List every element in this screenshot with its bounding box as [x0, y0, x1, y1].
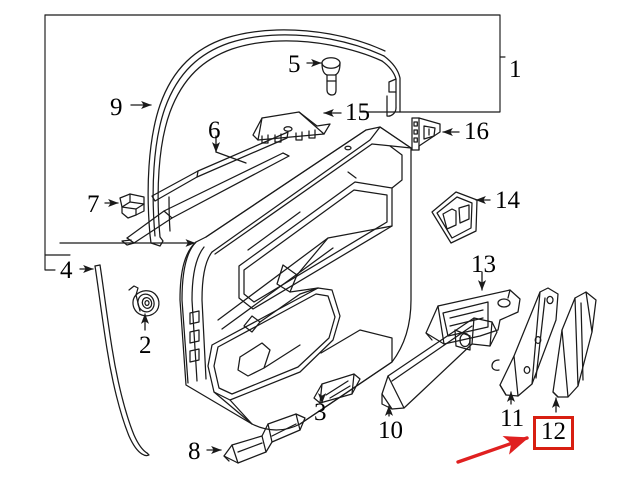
part-13-switch-panel-carrier	[425, 289, 521, 345]
part-14-switch-bezel	[431, 191, 478, 244]
callout-label-15: 15	[345, 99, 370, 126]
callout-label-10: 10	[378, 417, 403, 444]
callout-label-9: 9	[110, 94, 123, 121]
part-10-armrest-support	[381, 317, 498, 410]
part-11-pull-handle-trim	[491, 287, 559, 397]
callout-label-13: 13	[471, 251, 496, 278]
part-16-mounting-bracket	[411, 117, 441, 151]
callout-1-bracket	[44, 14, 506, 271]
callout-label-6: 6	[208, 117, 221, 144]
leader-6-tail	[215, 151, 247, 164]
callout-label-12-highlighted: 12	[533, 416, 574, 450]
callout-label-14: 14	[495, 187, 520, 214]
part-12-door-trim-insert-strip	[552, 291, 597, 398]
part-9-window-frame-weatherstrip	[147, 29, 386, 247]
callout-label-8: 8	[188, 438, 201, 465]
part-15-trim-clip-strip	[252, 111, 331, 144]
callout-label-4: 4	[60, 257, 73, 284]
callout-label-16: 16	[464, 118, 489, 145]
part-5-push-in-clip	[321, 57, 341, 96]
callout-leaders	[79, 58, 561, 455]
part-2-lock-striker-bushing	[128, 285, 160, 317]
part-6-upper-window-trim	[121, 152, 290, 246]
callout-label-1: 1	[509, 56, 522, 83]
callout-label-11: 11	[500, 405, 525, 432]
callout-label-2: 2	[139, 332, 152, 359]
callout-label-3: 3	[314, 399, 327, 426]
highlight-annotation-arrow	[456, 436, 529, 464]
part-4-door-edge-seal	[94, 264, 150, 457]
callout-label-5: 5	[288, 51, 301, 78]
part-6-secondary-trim	[151, 131, 289, 202]
part-8-lower-sill-trim	[223, 413, 306, 464]
callout-label-7: 7	[87, 191, 100, 218]
part-7-retaining-clip	[119, 193, 145, 219]
door-trim-panel-main	[179, 126, 412, 431]
part-9-lower-run	[381, 55, 401, 117]
